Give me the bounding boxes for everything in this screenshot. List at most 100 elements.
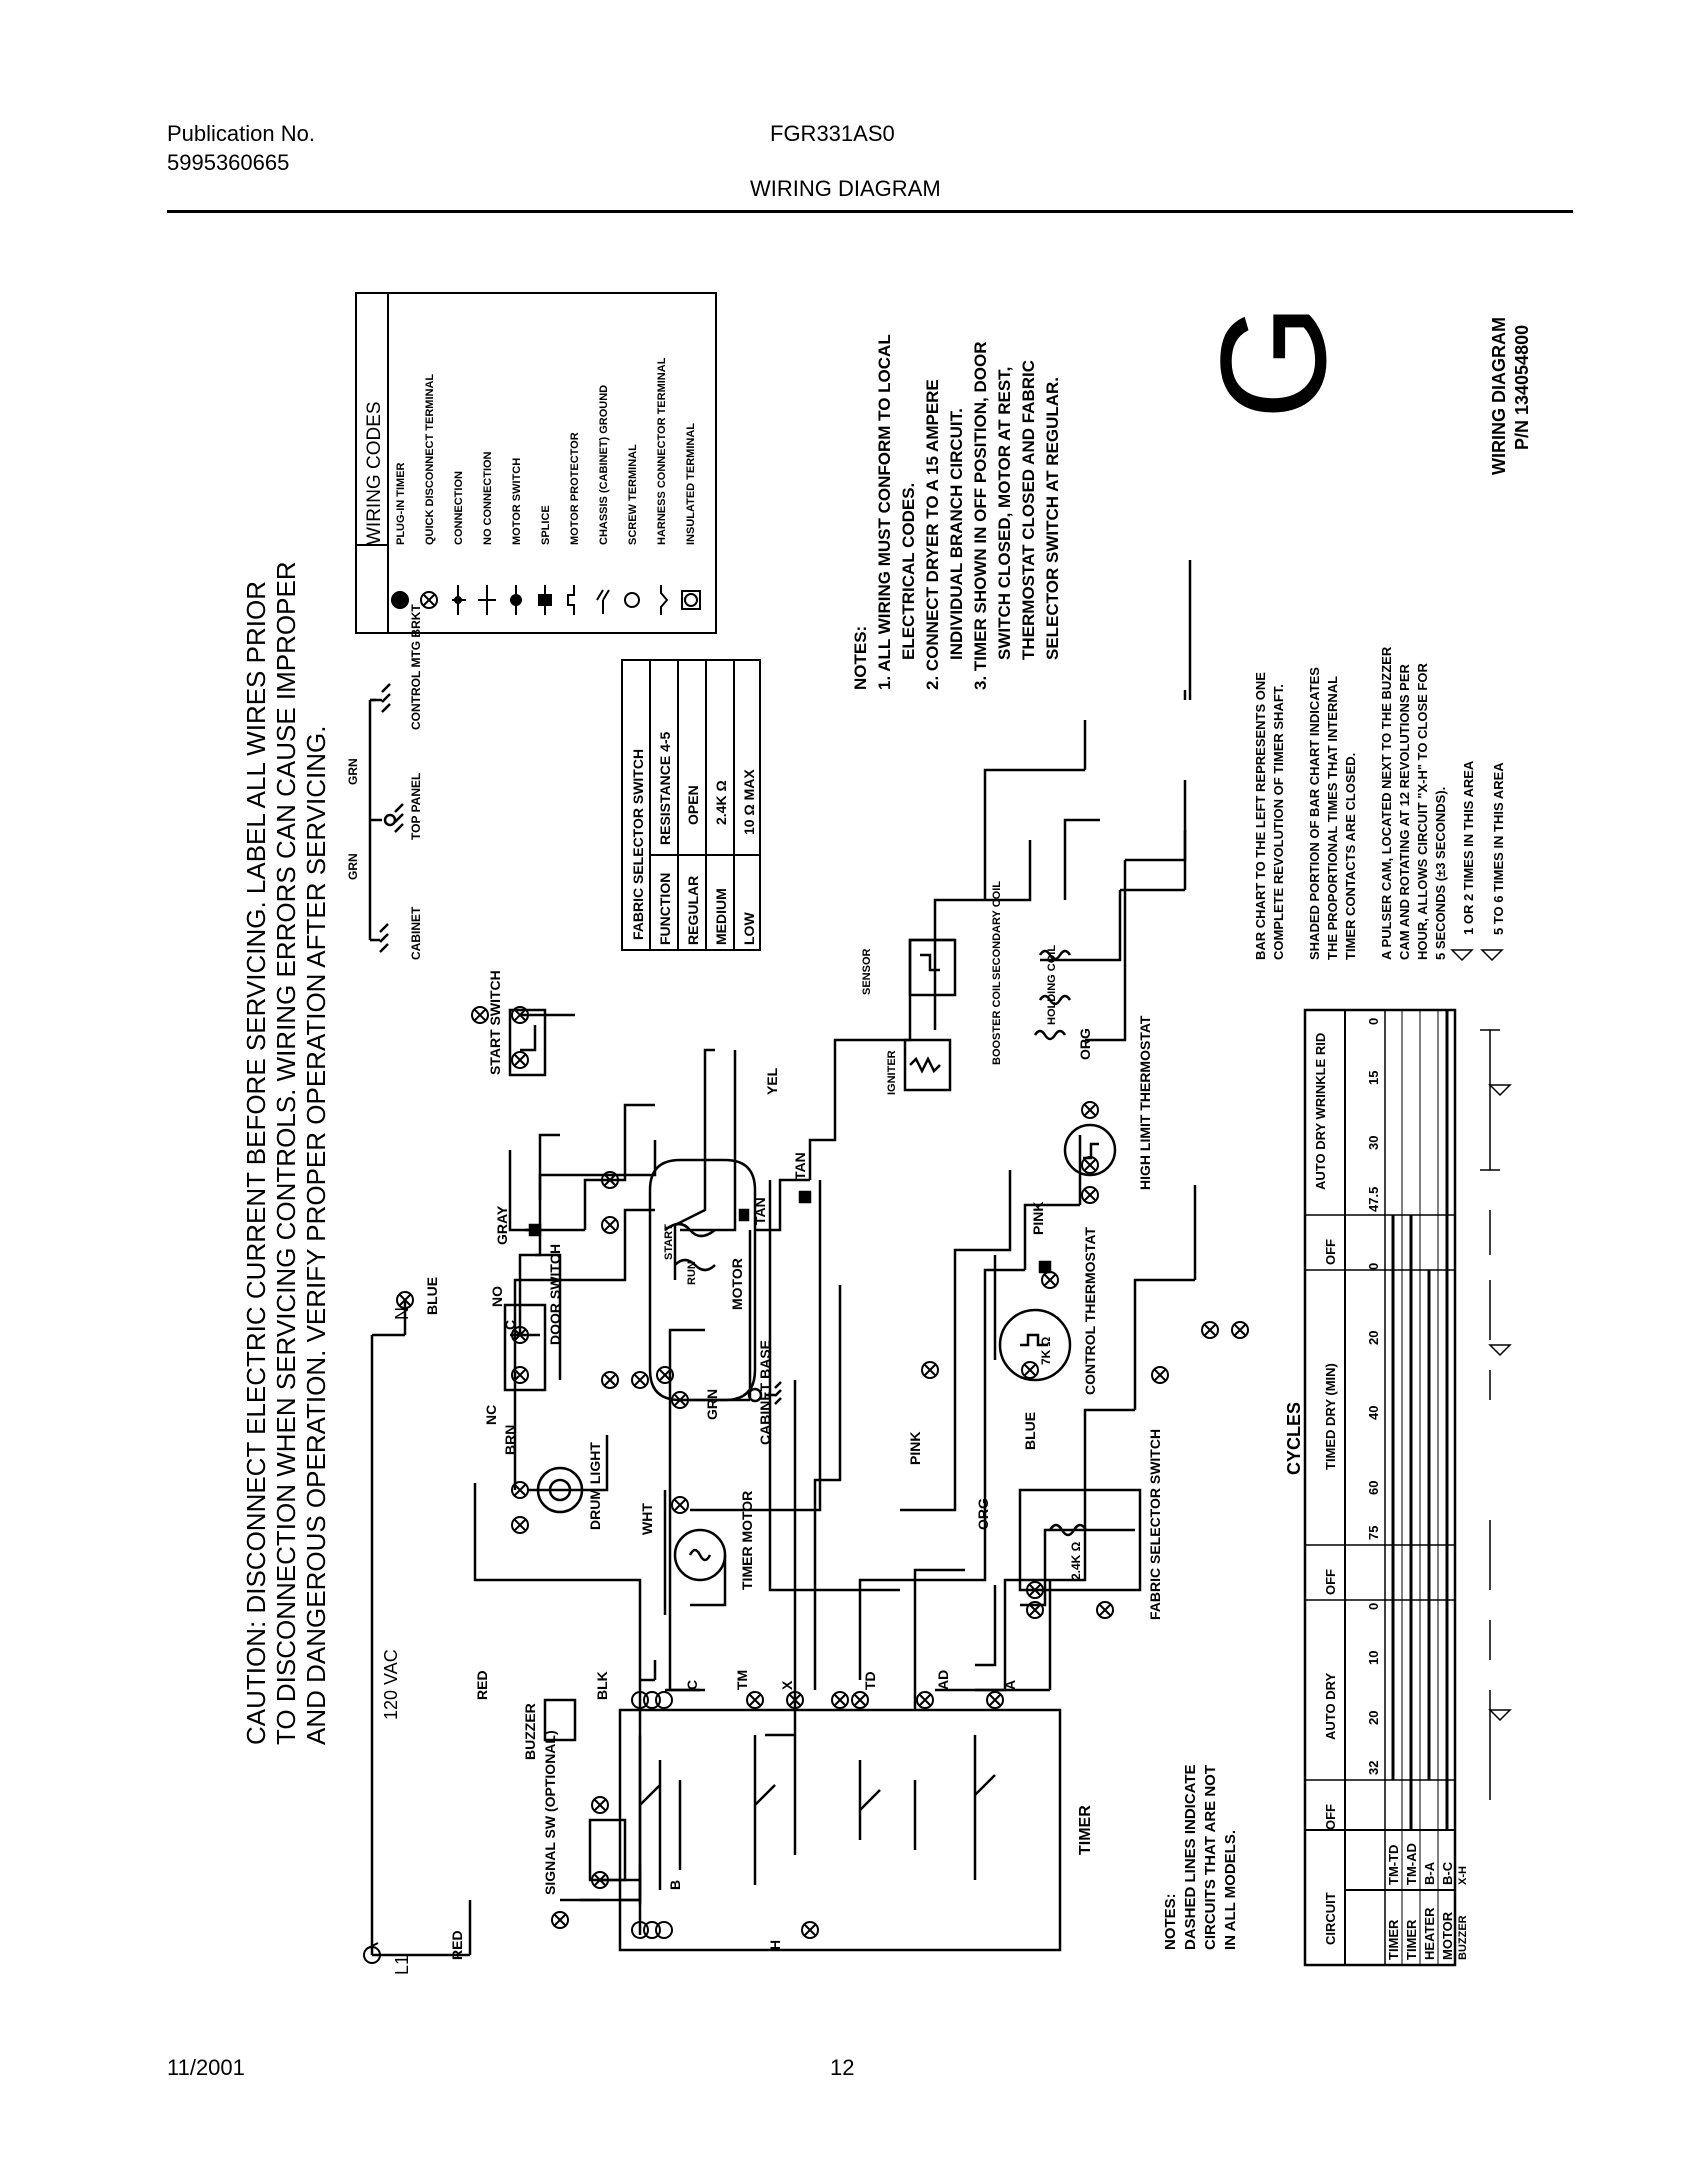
terminal-ad: AD	[935, 1670, 951, 1690]
label-timer-motor: TIMER MOTOR	[739, 1491, 755, 1590]
legend-motor-switch: MOTOR SWITCH	[511, 458, 523, 545]
component-labels: DOOR SWITCH START SWITCH DRUM LIGHT TIME…	[487, 881, 1163, 1895]
circuit-row-2-name: TIMER	[1404, 1919, 1419, 1960]
label-cabinet-base: CABINET BASE	[757, 1340, 773, 1445]
legend-splice: SPLICE	[540, 505, 552, 545]
label-org-2: ORG	[1077, 1028, 1093, 1060]
label-grn-motor: GRN	[704, 1389, 720, 1420]
cycles-auto-dry-wrinkle: AUTO DRY WRINKLE RID	[1313, 1033, 1328, 1190]
legend-plug-in-timer: PLUG-IN TIMER	[395, 462, 407, 545]
caution-line-1: CAUTION: DISCONNECT ELECTRIC CURRENT BEF…	[241, 581, 271, 1745]
label-buzzer: BUZZER	[522, 1703, 538, 1760]
notes-bottom-line-3: IN ALL MODELS.	[1222, 1830, 1239, 1950]
label-2-4k: 2.4K Ω	[1069, 1541, 1083, 1580]
label-secondary-coil: SECONDARY COIL	[991, 881, 1003, 980]
wire-label-grn-2: GRN	[346, 758, 360, 785]
pulse-markers	[1480, 1029, 1512, 1800]
fabric-row-regular-value: OPEN	[685, 785, 701, 825]
cycles-tick-40: 40	[1366, 1406, 1381, 1420]
label-c: C	[502, 1320, 518, 1330]
legend-harness-connector: HARNESS CONNECTOR TERMINAL	[656, 357, 668, 545]
cycles-tick-32: 32	[1366, 1761, 1381, 1775]
circuit-row-5-name: BUZZER	[1457, 1915, 1469, 1960]
caution-line-2: TO DISCONNECTION WHEN SERVICING CONTROLS…	[271, 561, 301, 1745]
label-l1: L1	[392, 1955, 412, 1975]
bar-note-9: 5 SECONDS (±3 SECONDS).	[1433, 787, 1448, 960]
cycles-tick-75: 75	[1366, 1526, 1381, 1540]
buzzer-body	[543, 1698, 577, 1742]
ground-label-top-panel: TOP PANEL	[409, 773, 423, 840]
label-yel: YEL	[764, 1067, 780, 1095]
label-nc: NC	[483, 1405, 499, 1425]
wire-labels: 120 VAC L1 N RED RED BLUE BLUE BRN GRAY …	[381, 1028, 1093, 1975]
caution-line-3: AND DANGEROUS OPERATION. VERIFY PROPER O…	[301, 726, 331, 1745]
bar-chart-notes: BAR CHART TO THE LEFT REPRESENTS ONE COM…	[1253, 646, 1506, 962]
notes-top-line-8: SELECTOR SWITCH AT REGULAR.	[1043, 377, 1062, 660]
circuit-row-5-code: X-H	[1457, 1866, 1469, 1885]
label-blue-2: BLUE	[1022, 1412, 1038, 1450]
wiring-codes-title: WIRING CODES	[364, 401, 385, 545]
label-timer: TIMER	[1077, 1805, 1094, 1855]
bar-note-10: 1 OR 2 TIMES IN THIS AREA	[1461, 760, 1476, 935]
secondary-coil	[1038, 949, 1072, 961]
cycles-tick-47-5: 47.5	[1366, 1187, 1381, 1212]
legend-motor-protector: MOTOR PROTECTOR	[569, 432, 581, 545]
legend-symbols	[391, 585, 701, 615]
label-start-switch: START SWITCH	[487, 970, 503, 1075]
high-limit-thermostat	[1063, 1123, 1117, 1177]
motor-outline	[648, 1158, 757, 1402]
cycles-tick-20b: 20	[1366, 1331, 1381, 1345]
cycles-off-1: OFF	[1323, 1804, 1338, 1830]
cycles-off-3: OFF	[1323, 1239, 1338, 1265]
legend-insulated-terminal: INSULATED TERMINAL	[685, 423, 697, 545]
cycles-tick-30: 30	[1366, 1136, 1381, 1150]
label-brn: BRN	[502, 1425, 518, 1455]
notes-top: NOTES: 1. ALL WIRING MUST CONFORM TO LOC…	[851, 334, 1062, 690]
fabric-row-regular: REGULAR	[685, 876, 701, 945]
terminal-x: X	[779, 1680, 795, 1690]
label-red-1: RED	[449, 1930, 465, 1960]
label-120vac: 120 VAC	[381, 1649, 401, 1720]
ground-label-control-bracket: CONTROL MTG BRKT	[409, 604, 423, 730]
label-start: START	[663, 1224, 675, 1260]
fabric-row-low: LOW	[741, 912, 757, 945]
notes-top-line-5: 3. TIMER SHOWN IN OFF POSITION, DOOR	[971, 341, 990, 690]
label-wht: WHT	[639, 1503, 655, 1535]
signal-switch-box	[588, 1818, 627, 1882]
bar-note-4: THE PROPORTIONAL TIMES THAT INTERNAL	[1325, 676, 1340, 960]
notes-top-line-4: INDIVIDUAL BRANCH CIRCUIT.	[947, 408, 966, 660]
wire-label-grn-1: GRN	[346, 853, 360, 880]
label-tan-1: TAN	[792, 1152, 808, 1180]
notes-top-line-6: SWITCH CLOSED, MOTOR AT REST,	[995, 367, 1014, 660]
start-switch-box	[508, 1008, 547, 1077]
bar-note-7: CAM AND ROTATING AT 12 REVOLUTIONS PER	[1397, 664, 1412, 960]
fabric-row-medium-value: 2.4K Ω	[713, 780, 729, 825]
notes-top-line-7: THERMOSTAT CLOSED AND FABRIC	[1019, 360, 1038, 660]
cycles-auto-dry: AUTO DRY	[1323, 1673, 1338, 1741]
label-booster-coil: BOOSTER COIL	[991, 981, 1003, 1065]
label-blue-1: BLUE	[424, 1277, 440, 1315]
circuit-row-3-code: B-A	[1422, 1861, 1437, 1885]
fabric-selector-table: FABRIC SELECTOR SWITCH FUNCTION RESISTAN…	[621, 659, 761, 951]
footer-page: 12	[830, 2055, 855, 2080]
circuit-row-4-code: B-C	[1440, 1861, 1455, 1885]
bar-note-5: TIMER CONTACTS ARE CLOSED.	[1343, 753, 1358, 960]
label-n: N	[392, 1307, 412, 1320]
components	[503, 938, 1142, 1882]
label-holding-coil: HOLDING COIL	[1046, 945, 1058, 1025]
model-number: FGR331AS0	[770, 121, 895, 146]
logo-g: G	[1189, 303, 1357, 420]
booster-coil	[1033, 1029, 1067, 1041]
circuit-row-1-code: TM-TD	[1386, 1845, 1401, 1885]
notes-bottom: NOTES: DASHED LINES INDICATE CIRCUITS TH…	[1162, 1764, 1239, 1950]
notes-bottom-title: NOTES:	[1162, 1893, 1179, 1950]
label-fabric-switch: FABRIC SELECTOR SWITCH	[1147, 1429, 1163, 1620]
publication-label: Publication No.	[167, 121, 315, 146]
label-no: NO	[489, 1286, 505, 1307]
bar-note-3: SHADED PORTION OF BAR CHART INDICATES	[1307, 667, 1322, 960]
notes-bottom-line-1: DASHED LINES INDICATE	[1182, 1764, 1199, 1950]
bar-note-6: A PULSER CAM, LOCATED NEXT TO THE BUZZER	[1379, 646, 1394, 960]
label-tan-2: TAN	[752, 1197, 768, 1225]
terminal-td: TD	[862, 1671, 878, 1690]
